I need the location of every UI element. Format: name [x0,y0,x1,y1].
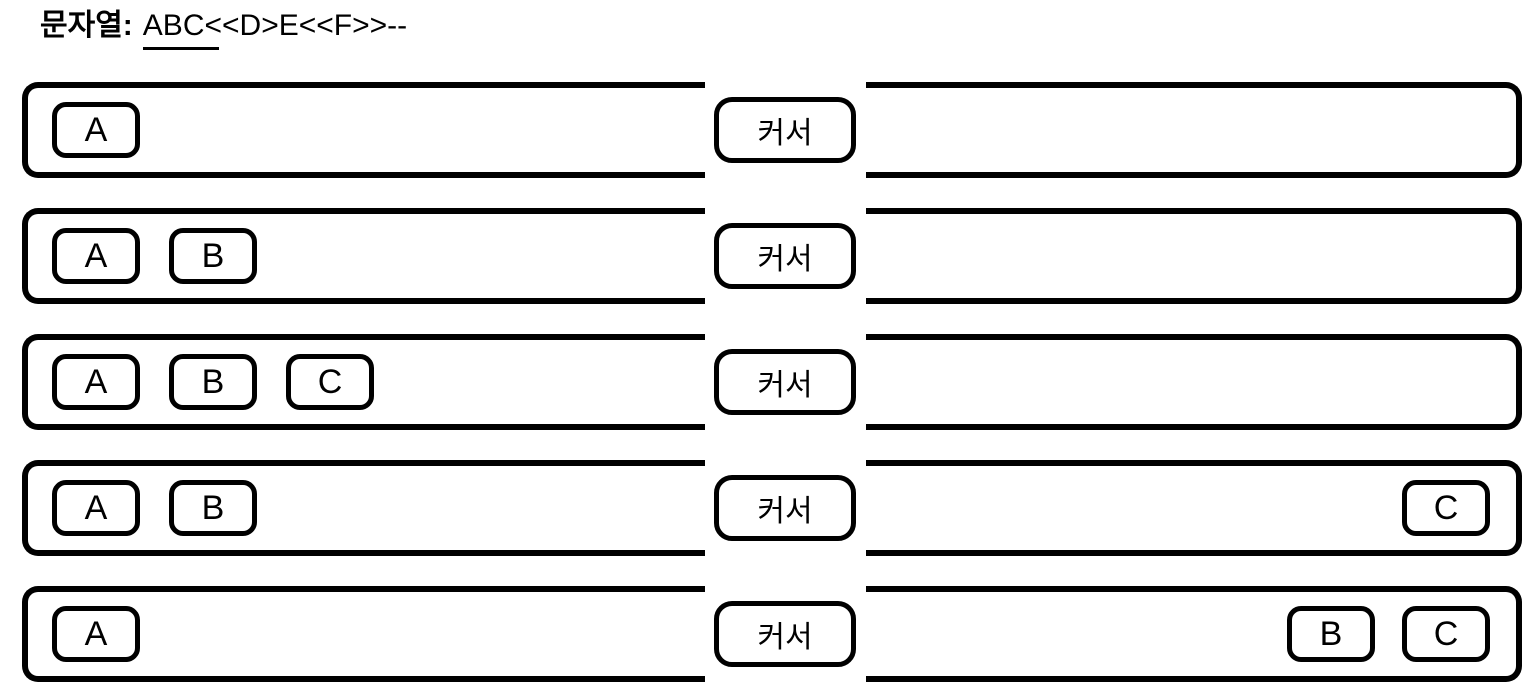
right-of-cursor-stack [866,82,1522,178]
cursor-box: 커서 [714,223,856,289]
right-of-cursor-stack [866,334,1522,430]
char-box: C [1402,480,1490,536]
char-box: B [1287,606,1375,662]
char-box: A [52,102,140,158]
string-caption: 문자열: ABC<<D>E<<F>>-- [40,6,407,50]
right-of-cursor-stack: C [866,460,1522,556]
cursor-box: 커서 [714,97,856,163]
cursor-box: 커서 [714,601,856,667]
left-of-cursor-stack: A [22,586,705,682]
left-of-cursor-stack: A [22,82,705,178]
char-box: B [169,354,257,410]
string-remaining-part: <<D>E<<F>>-- [204,9,408,42]
char-box: A [52,480,140,536]
string-caption-label: 문자열: [40,9,133,42]
char-box: A [52,228,140,284]
char-box: B [169,480,257,536]
right-of-cursor-stack [866,208,1522,304]
char-box: A [52,606,140,662]
char-box: C [286,354,374,410]
string-typed-part: ABC [142,6,220,50]
editor-step-row: A 커서 [22,82,1522,178]
char-box: C [1402,606,1490,662]
cursor-box: 커서 [714,349,856,415]
cursor-box: 커서 [714,475,856,541]
char-box: B [169,228,257,284]
char-box: A [52,354,140,410]
